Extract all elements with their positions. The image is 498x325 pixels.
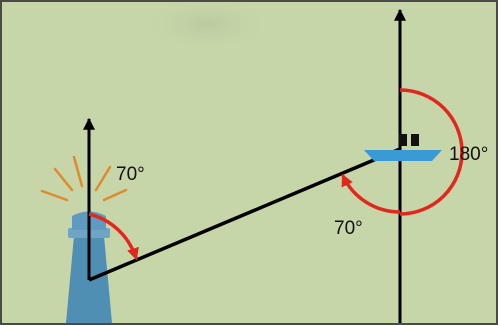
reverse-angle-label: 180°: [449, 144, 488, 165]
ship-hull: [364, 150, 442, 161]
lighthouse-angle-label: 70°: [116, 164, 145, 185]
ship-angle-label: 70°: [334, 218, 363, 239]
ship-funnel-left: [399, 134, 407, 146]
bearing-diagram: 70° 70° 180°: [2, 2, 496, 323]
ship-funnel-right: [411, 134, 419, 146]
